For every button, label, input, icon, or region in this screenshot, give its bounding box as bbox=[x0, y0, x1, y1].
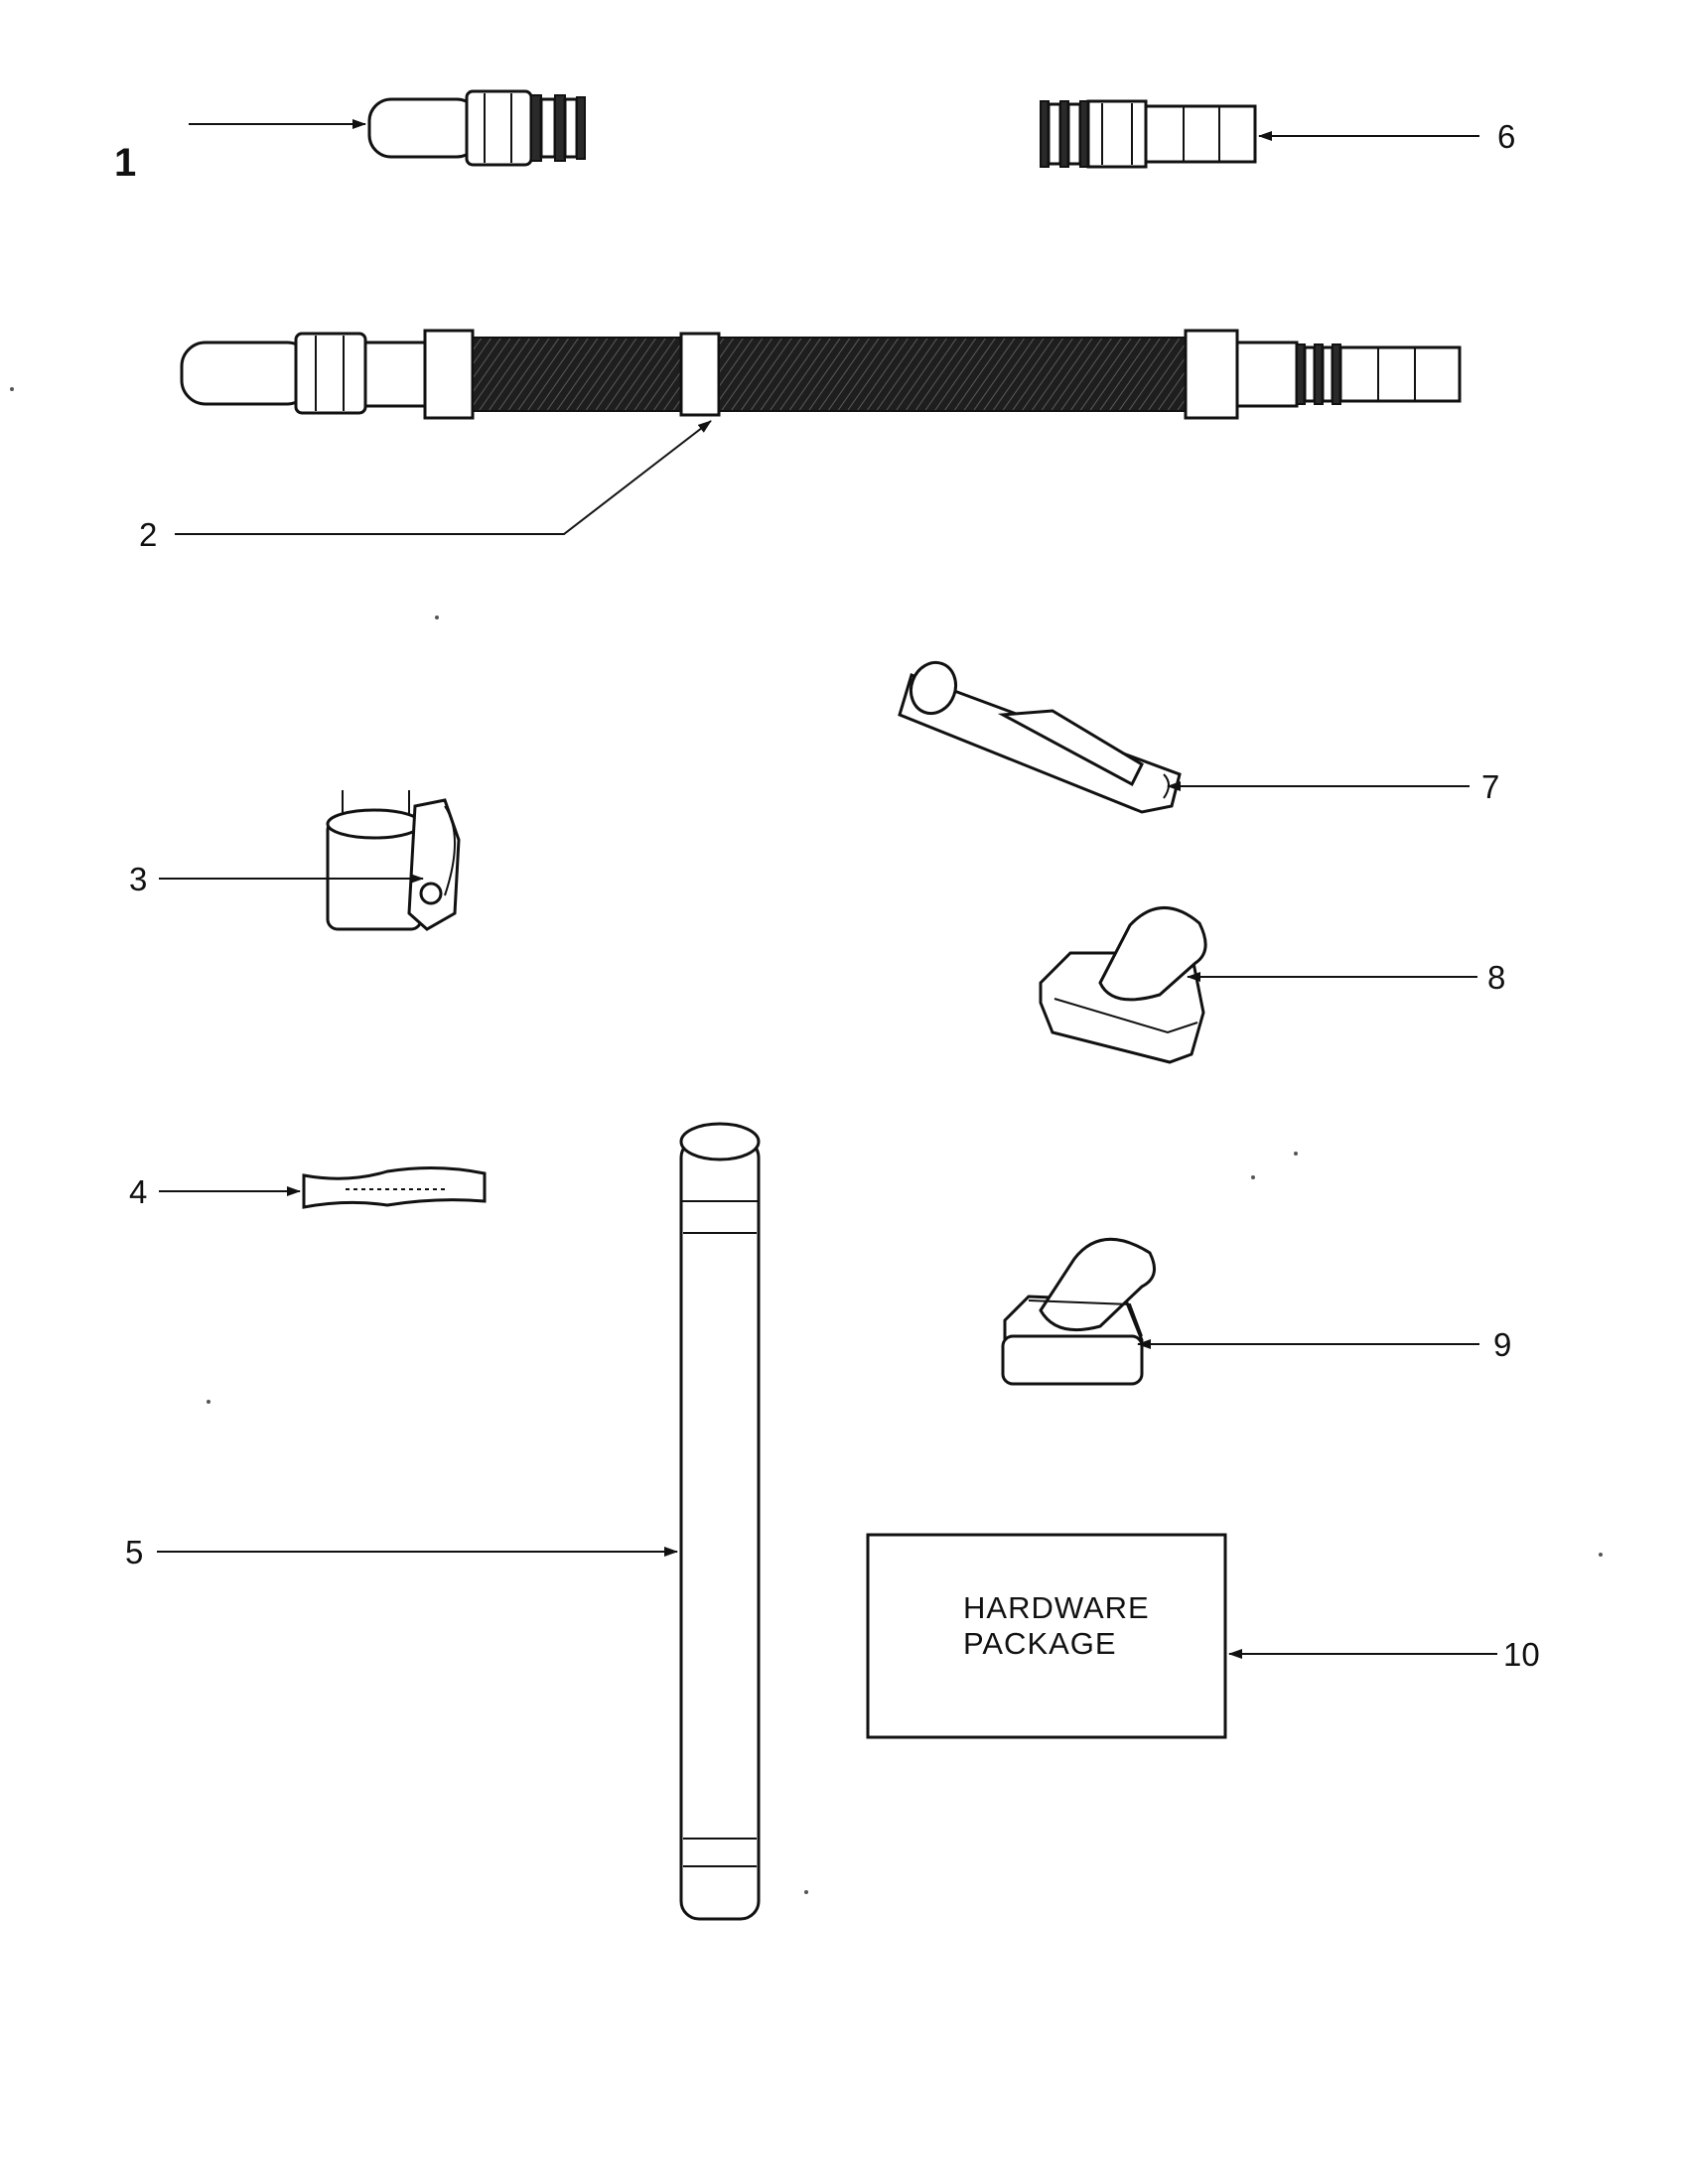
scan-specks bbox=[10, 387, 1603, 1894]
part-4-pin bbox=[302, 1165, 487, 1209]
part-5-wand bbox=[679, 1122, 761, 1921]
leader-2 bbox=[175, 420, 712, 535]
part-1-connector bbox=[367, 89, 586, 167]
part-2-hose-assembly bbox=[180, 329, 1462, 420]
callout-5: 5 bbox=[125, 1534, 143, 1570]
callout-3: 3 bbox=[129, 861, 147, 897]
callout-4: 4 bbox=[129, 1173, 147, 1210]
part-6-hose-end bbox=[1040, 99, 1257, 169]
part-7-crevice-tool bbox=[898, 660, 1182, 814]
callout-10: 10 bbox=[1503, 1636, 1540, 1673]
hardware-label-line2: PACKAGE bbox=[963, 1626, 1117, 1661]
part-3-clip bbox=[326, 790, 461, 931]
figure-number: 1 bbox=[114, 141, 136, 185]
callout-6: 6 bbox=[1497, 118, 1515, 155]
callout-8: 8 bbox=[1487, 959, 1505, 996]
callout-9: 9 bbox=[1493, 1326, 1511, 1363]
callout-2: 2 bbox=[139, 516, 157, 553]
callout-7: 7 bbox=[1481, 768, 1499, 805]
hardware-label-line1: HARDWARE bbox=[963, 1590, 1150, 1625]
part-9-dusting-brush bbox=[1001, 1238, 1156, 1386]
part-8-upholstery-tool bbox=[1039, 906, 1207, 1064]
part-10-hardware-package: HARDWARE PACKAGE bbox=[866, 1533, 1227, 1739]
